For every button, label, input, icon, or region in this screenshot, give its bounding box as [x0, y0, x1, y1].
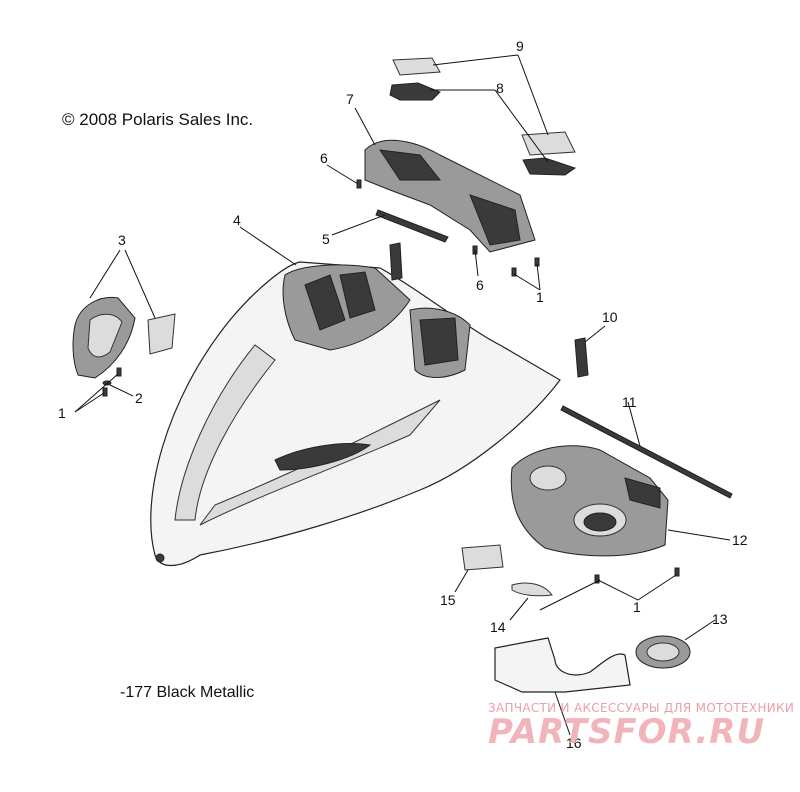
callout-7: 7: [346, 91, 354, 107]
callout-16: 16: [566, 735, 582, 751]
decals-part: [461, 544, 553, 597]
hood-part: [150, 261, 561, 567]
callout-12: 12: [732, 532, 748, 548]
callout-9: 9: [516, 38, 524, 54]
dash-panel-part: [364, 139, 536, 253]
pad-part: [494, 637, 631, 693]
callout-11: 11: [622, 394, 637, 410]
callout-8: 8: [496, 80, 504, 96]
copyright-notice: © 2008 Polaris Sales Inc.: [62, 110, 254, 129]
watermark-logo: PARTSFOR.RU: [488, 712, 766, 752]
callout-5: 5: [322, 231, 330, 247]
watermark-tagline: ЗАПЧАСТИ И АКСЕССУАРЫ ДЛЯ МОТОТЕХНИКИ: [488, 701, 795, 715]
callout-labels: 1 2 3 4 5 6 7 6 1 8 9 10 11 12 13 1 15 1…: [58, 38, 748, 751]
callout-1-lower-right: 1: [633, 599, 641, 615]
callout-4: 4: [233, 212, 241, 228]
callout-1-left: 1: [58, 405, 66, 421]
callout-6-upper: 6: [320, 150, 328, 166]
covers-part: [389, 57, 577, 176]
leader-lines: [74, 54, 731, 736]
callout-6-lower: 6: [476, 277, 484, 293]
storage-bin-part: [510, 445, 669, 557]
gasket-ring-part: [635, 635, 691, 669]
trim-strip-part: [560, 405, 733, 499]
callout-15: 15: [440, 592, 456, 608]
strip-part: [375, 209, 449, 243]
mirror-part: [72, 296, 176, 379]
callout-10: 10: [602, 309, 618, 325]
callout-2: 2: [135, 390, 143, 406]
color-note: -177 Black Metallic: [120, 684, 255, 701]
callout-13: 13: [712, 611, 728, 627]
callout-14: 14: [490, 619, 506, 635]
clip-part: [389, 242, 589, 378]
callout-3: 3: [118, 232, 126, 248]
hardware-part: [102, 179, 680, 584]
callout-1-upper-right: 1: [536, 289, 544, 305]
